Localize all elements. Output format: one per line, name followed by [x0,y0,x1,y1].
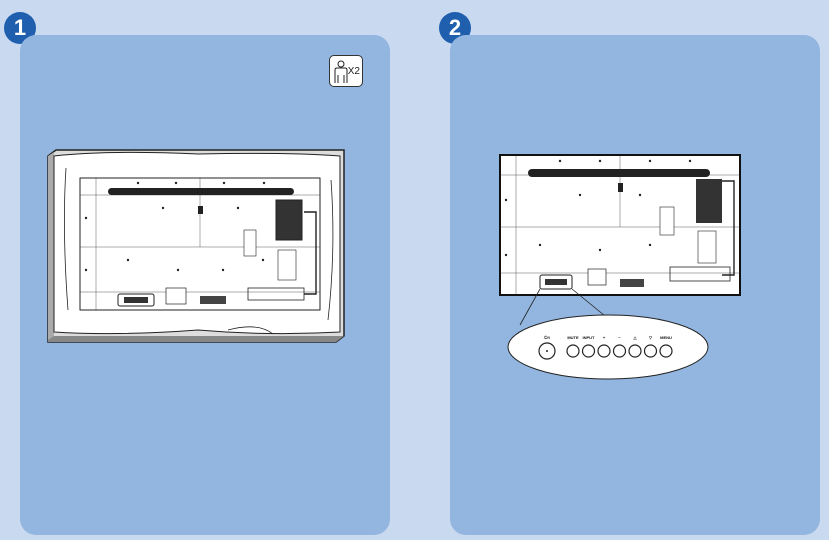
tv-in-box-illustration [47,149,345,343]
box-edge [48,336,344,342]
tv-back-with-controls-illustration: ⏻/I MUTE INPUT + − △ ▽ MENU [499,154,741,380]
control-button-label-2: INPUT [583,335,596,340]
two-person-icon: X2 [329,55,363,87]
control-button-5[interactable] [628,344,642,358]
tv-vent [696,179,722,223]
control-button-label-6: ▽ [648,335,653,340]
control-button-label-5: △ [632,335,637,340]
power-button-dot [546,350,548,352]
control-button-label-0: ⏻/I [544,335,549,340]
control-button-7[interactable] [659,344,673,358]
control-button-label-4: − [618,335,621,340]
person-figure-icon [334,60,348,83]
control-panel-buttons: ⏻/I MUTE INPUT + − △ ▽ MENU [538,335,673,360]
control-button-1[interactable] [566,344,580,358]
tv-top-bar [108,188,294,195]
person-count-label: X2 [347,66,360,77]
control-button-3[interactable] [597,344,611,358]
control-button-6[interactable] [643,344,658,358]
control-button-label-1: MUTE [567,335,579,340]
tv-top-bar [528,169,710,177]
step-1-badge: 1 [4,12,36,44]
control-button-label-3: + [603,335,606,340]
control-button-2[interactable] [581,344,596,358]
control-button-label-7: MENU [660,335,672,340]
control-button-4[interactable] [612,344,627,358]
tv-vent [275,199,303,241]
